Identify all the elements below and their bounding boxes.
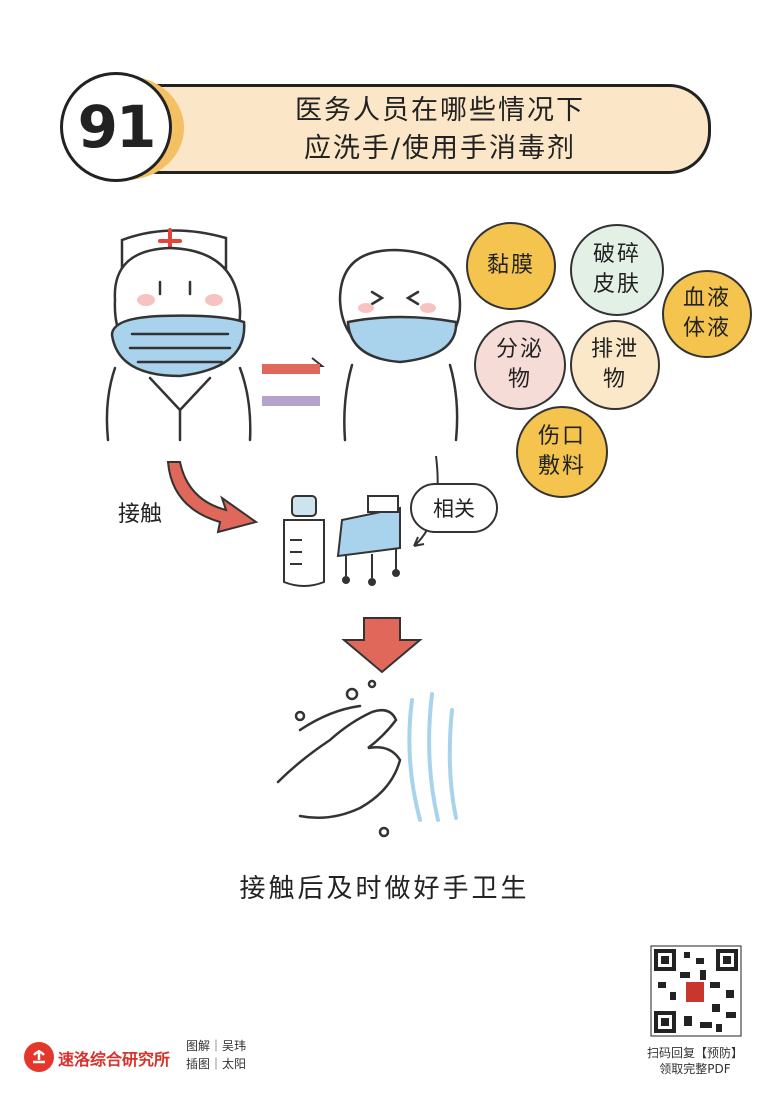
bubble-label: 破碎 xyxy=(592,242,641,267)
bubble-label: 体液 xyxy=(682,316,731,341)
touch-label: 接触 xyxy=(118,502,163,527)
credit-illustration: 图解｜吴玮 xyxy=(186,1039,247,1053)
qr-caption-line-1: 扫码回复【预防】 xyxy=(646,1046,743,1060)
bubble-label: 物 xyxy=(507,367,532,392)
credits: 图解｜吴玮 插图｜太阳 xyxy=(186,1037,246,1073)
page-title: 医务人员在哪些情况下 应洗手/使用手消毒剂 xyxy=(230,92,650,168)
caption-text: 接触后及时做好手卫生 xyxy=(239,874,530,904)
related-label: 相关 xyxy=(433,497,475,521)
related-bubble: 相关 xyxy=(410,483,498,533)
down-arrow-icon xyxy=(341,617,423,674)
qr-pattern xyxy=(650,945,742,1037)
number-badge: 91 xyxy=(60,72,172,182)
section-number: 91 xyxy=(77,93,157,161)
medical-cart-icon xyxy=(336,495,401,586)
touch-arrow-icon xyxy=(166,461,259,534)
nurse-illustration xyxy=(105,228,252,442)
medicine-bottle-icon xyxy=(283,495,325,587)
bubble-blood-body-fluid: 血液 体液 xyxy=(662,270,752,358)
bubble-label: 物 xyxy=(602,367,627,392)
qr-caption-line-2: 领取完整PDF xyxy=(659,1062,731,1076)
qr-caption: 扫码回复【预防】 领取完整PDF xyxy=(630,1045,760,1077)
bubble-label: 伤口 xyxy=(537,424,586,449)
patient-illustration xyxy=(338,248,462,442)
bubble-label: 敷料 xyxy=(537,454,586,479)
brand-name: 速洛综合研究所 xyxy=(58,1050,171,1069)
bubble-broken-skin: 破碎 皮肤 xyxy=(570,224,664,316)
qr-code[interactable] xyxy=(651,946,741,1036)
bubble-label: 皮肤 xyxy=(592,272,641,297)
credit-drawing: 插图｜太阳 xyxy=(186,1057,247,1071)
title-line-2: 应洗手/使用手消毒剂 xyxy=(303,133,577,164)
title-line-1: 医务人员在哪些情况下 xyxy=(295,95,585,126)
bubble-secretions: 分泌 物 xyxy=(474,320,566,410)
bubble-label: 血液 xyxy=(682,286,731,311)
exchange-arrows xyxy=(262,357,325,406)
bubble-wound-dressing: 伤口 敷料 xyxy=(516,406,608,498)
bubble-excretions: 排泄 物 xyxy=(570,320,660,410)
bubble-label: 分泌 xyxy=(495,337,544,362)
brand-logo-icon xyxy=(24,1042,54,1072)
bubble-label: 排泄 xyxy=(590,337,639,362)
bubble-label: 黏膜 xyxy=(486,253,535,278)
hand-washing-icon xyxy=(276,679,458,838)
title-banner xyxy=(115,84,711,174)
bubble-mucosa: 黏膜 xyxy=(466,222,556,310)
